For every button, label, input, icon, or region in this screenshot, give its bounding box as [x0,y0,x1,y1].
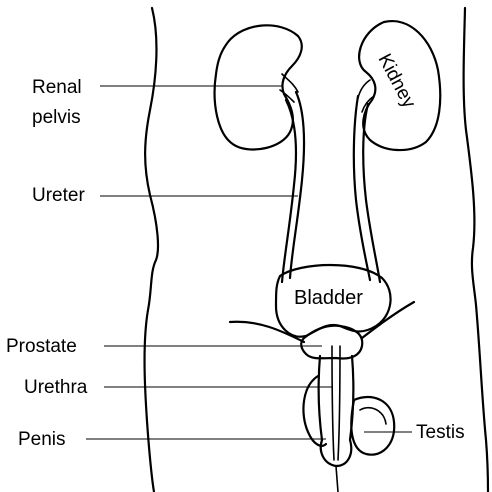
label-prostate: Prostate [6,336,77,357]
kidney-left-outline [215,25,302,149]
label-ureter: Ureter [32,185,85,206]
pelvic-line-left [230,322,304,342]
pelvic-line-right [362,302,414,338]
testis-right-inner [360,408,386,424]
ureter-left-inner [282,100,296,282]
label-kidney: Kidney [374,50,420,112]
ureter-right [354,96,370,280]
label-bladder: Bladder [294,287,363,309]
testis-right [351,397,394,455]
body-outline-left [145,8,158,492]
urethra-tube-right [338,346,340,460]
penis-shaft-left [319,356,322,440]
label-penis: Penis [18,429,66,450]
renal-pelvis-right [358,80,374,112]
label-renal-pelvis-line2: pelvis [32,107,81,128]
label-urethra: Urethra [24,377,88,398]
label-testis: Testis [416,422,465,443]
label-renal-pelvis-line1: Renal [32,77,82,98]
urethra-tube-left [332,346,334,460]
urethra-outlet [336,466,338,492]
body-outline-right [464,8,488,492]
